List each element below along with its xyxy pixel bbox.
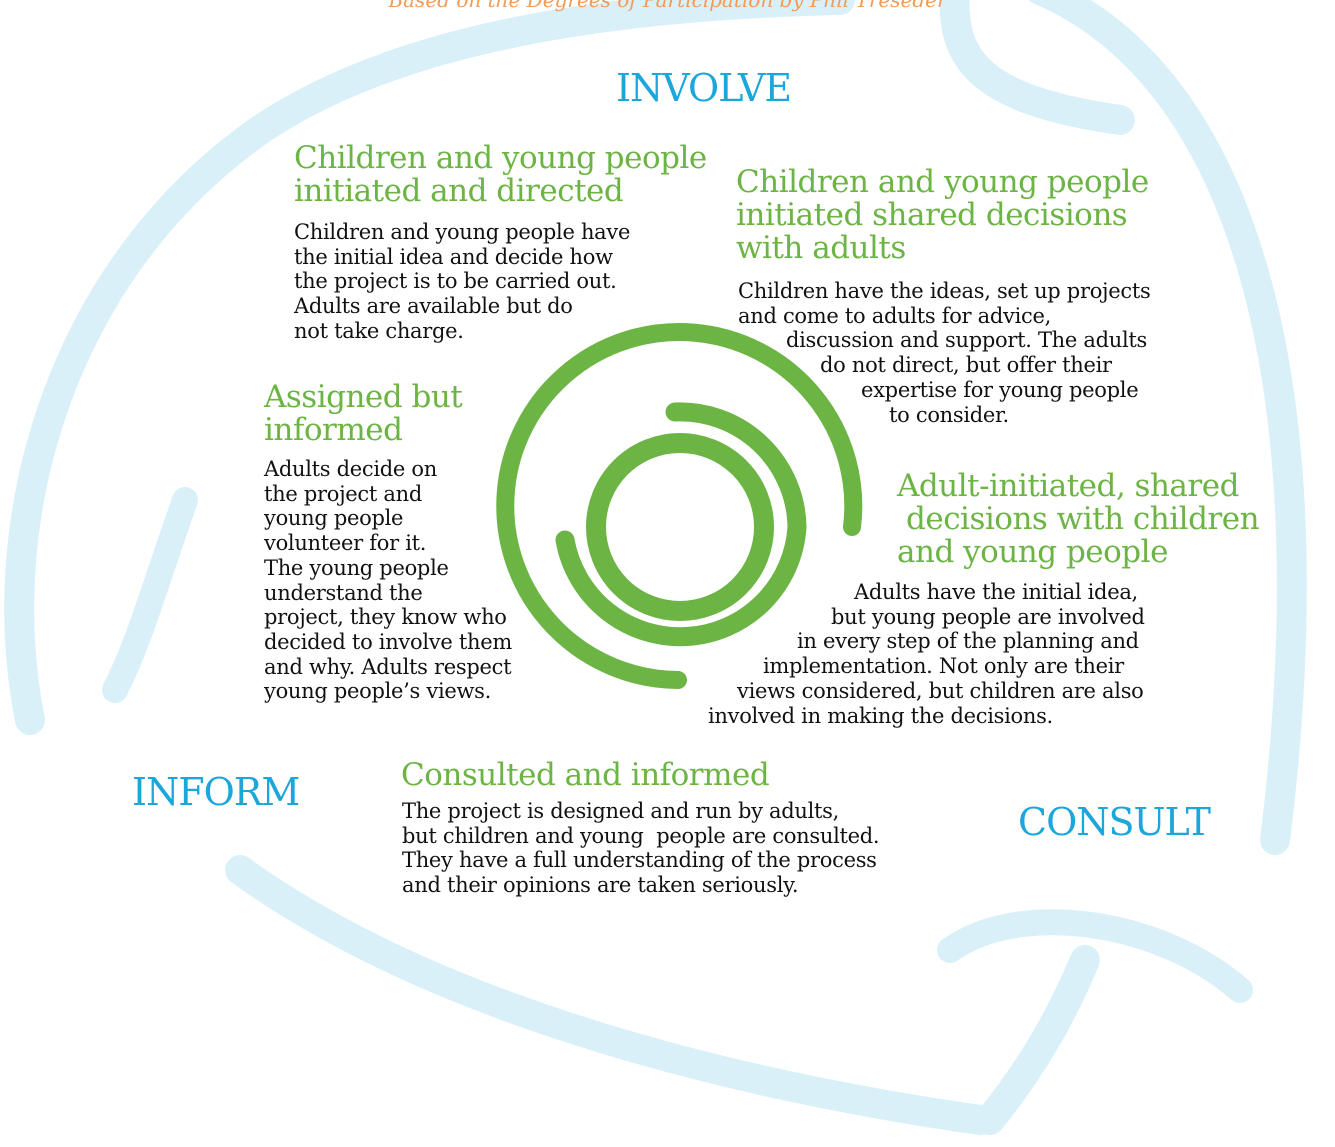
desc-line: decided to involve them (264, 629, 512, 654)
heading-assigned-informed: Assigned but informed (264, 379, 463, 448)
desc-line: The project is designed and run by adult… (402, 799, 840, 823)
heading-line: and young people (897, 534, 1168, 570)
arrow-head-left (102, 487, 198, 703)
heading-line: initiated shared decisions (736, 197, 1128, 233)
heading-line: decisions with children (906, 501, 1260, 537)
heading-line: Adult-initiated, shared (897, 468, 1239, 504)
desc-line: views considered, but children are also (737, 678, 1144, 703)
stage-involve: INVOLVE (616, 66, 792, 110)
middle-ring (555, 402, 807, 647)
heading-line: Children and young people (294, 140, 707, 176)
desc-line: the project and (264, 481, 422, 506)
heading-line: with adults (736, 230, 906, 266)
desc-line: volunteer for it. (264, 531, 427, 556)
desc-line: Adults have the initial idea, (854, 580, 1138, 604)
desc-line: and why. Adults respect (264, 654, 512, 679)
desc-line: but young people are involved (831, 604, 1145, 629)
desc-line: Adults are available but do (294, 294, 573, 319)
arrow-head-top-right (939, 0, 1135, 135)
desc-consulted-informed: The project is designed and run by adult… (402, 799, 880, 898)
desc-line: the project is to be carried out. (294, 269, 617, 294)
desc-line: Children and young people have (294, 220, 631, 244)
concentric-rings-icon (496, 323, 863, 689)
desc-line: implementation. Not only are their (763, 654, 1124, 679)
stage-inform: INFORM (132, 770, 300, 814)
arrow-head-bottom (975, 945, 1100, 1135)
desc-initiated-directed: Children and young people have the initi… (294, 220, 630, 344)
desc-line: young people (264, 506, 404, 531)
desc-line: in every step of the planning and (797, 629, 1139, 654)
desc-line: do not direct, but offer their (820, 353, 1112, 378)
desc-line: involved in making the decisions. (708, 703, 1053, 728)
desc-line: to consider. (889, 402, 1009, 427)
cycle-arrows-icon (4, 0, 1307, 1135)
heading-line: Assigned but (264, 379, 463, 415)
source-caption: Based on the Degrees of Participation by… (388, 0, 947, 12)
inner-ring (586, 433, 774, 621)
desc-line: and come to adults for advice, (738, 303, 1051, 328)
heading-initiated-directed: Children and young people initiated and … (294, 142, 707, 208)
heading-line: informed (264, 412, 403, 448)
desc-adult-initiated: Adults have the initial idea, but young … (708, 580, 1145, 728)
desc-line: project, they know who (264, 605, 507, 630)
arrow-arc-top-left (4, 0, 855, 735)
arrow-arc-bottom-main (225, 855, 995, 1135)
arrow-arc-bottom (937, 909, 1253, 1003)
desc-line: Adults decide on (264, 457, 438, 481)
desc-line: but children and young people are consul… (402, 823, 880, 848)
desc-line: young people’s views. (264, 679, 492, 704)
desc-line: Children have the ideas, set up projects (738, 279, 1151, 303)
desc-line: and their opinions are taken seriously. (402, 873, 799, 898)
desc-line: They have a full understanding of the pr… (402, 848, 877, 873)
heading-line: initiated and directed (294, 173, 624, 209)
desc-line: the initial idea and decide how (294, 244, 613, 269)
arrow-arc-right (1028, 0, 1307, 855)
outer-ring (496, 323, 863, 689)
desc-line: expertise for young people (861, 377, 1139, 402)
desc-shared-with-adults: Children have the ideas, set up projects… (738, 279, 1151, 427)
heading-consulted-informed: Consulted and informed (401, 757, 770, 793)
stage-consult: CONSULT (1018, 800, 1211, 844)
desc-assigned-informed: Adults decide on the project and young p… (264, 457, 512, 704)
desc-line: discussion and support. The adults (786, 328, 1148, 353)
heading-shared-with-adults: Children and young people initiated shar… (736, 166, 1149, 265)
desc-line: understand the (264, 580, 423, 605)
desc-line: not take charge. (294, 318, 464, 343)
heading-line: Children and young people (736, 164, 1149, 200)
desc-line: The young people (264, 555, 449, 580)
heading-line: Consulted and informed (401, 757, 770, 793)
heading-adult-initiated: Adult-initiated, shared decisions with c… (897, 468, 1260, 570)
